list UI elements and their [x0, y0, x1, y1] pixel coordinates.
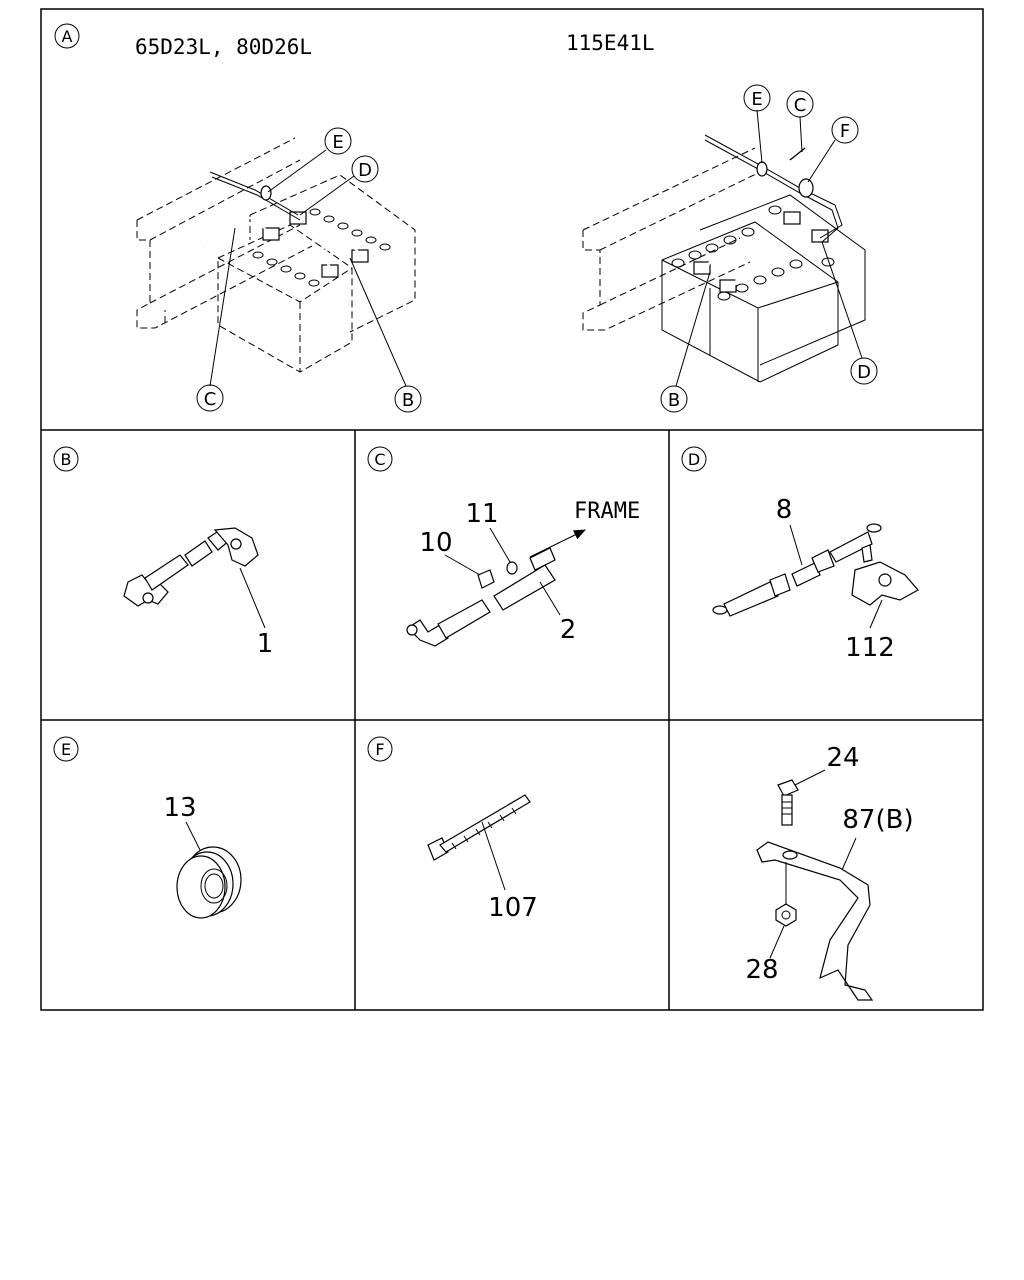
part-8-label: 8 — [776, 495, 793, 525]
svg-text:C: C — [794, 95, 807, 116]
panel-a: A 65D23L, 80D26L 115E41L — [54, 23, 878, 413]
part-28-label: 28 — [745, 955, 778, 985]
panel-c-letter: C — [367, 446, 393, 472]
svg-text:D: D — [857, 362, 871, 383]
battery-model-left: 65D23L, 80D26L — [135, 35, 312, 59]
svg-text:C: C — [204, 389, 217, 410]
panel-b-letter: B — [53, 446, 79, 472]
battery-right-rear — [699, 194, 866, 366]
frame-arrow-label: FRAME — [574, 499, 640, 524]
terminal-right-3 — [783, 211, 801, 225]
callout-left-d: D — [351, 155, 379, 183]
panel-f: F 107 — [367, 736, 538, 923]
callout-right-b: B — [660, 385, 688, 413]
svg-text:D: D — [358, 160, 372, 181]
part-112-label: 112 — [845, 633, 895, 663]
part-10-label: 10 — [419, 528, 452, 558]
callout-right-c: C — [786, 90, 814, 118]
svg-text:C: C — [374, 450, 385, 469]
battery-assembly-right — [582, 109, 866, 387]
svg-text:B: B — [668, 390, 680, 411]
panel-d: D 8 112 — [681, 446, 919, 663]
panel-d-letter: D — [681, 446, 707, 472]
terminal-left-3 — [321, 264, 339, 278]
frame-rail-right — [582, 147, 761, 331]
svg-text:E: E — [332, 132, 343, 153]
panel-c: C 10 11 FRAME 2 — [367, 446, 640, 647]
battery-jumper-cable — [123, 527, 259, 607]
part-24-label: 24 — [826, 743, 859, 773]
panel-e-letter: E — [53, 736, 79, 762]
panel-grid — [40, 8, 984, 1011]
callout-left-c: C — [196, 384, 224, 412]
terminal-right-4 — [811, 229, 829, 243]
part-107-label: 107 — [488, 893, 538, 923]
frame-direction-arrow — [529, 529, 586, 558]
panel-a-letter: A — [54, 23, 80, 49]
bolt — [777, 779, 799, 826]
panel-bracket: 24 87(B) 28 — [745, 743, 914, 1001]
part-13-label: 13 — [163, 793, 196, 823]
part-11-label: 11 — [465, 499, 498, 529]
callout-left-e: E — [324, 127, 352, 155]
terminal-right-2 — [719, 279, 737, 293]
part-1-label: 1 — [257, 629, 274, 659]
callout-right-f: F — [831, 116, 859, 144]
battery-model-right: 115E41L — [566, 31, 655, 55]
svg-text:A: A — [62, 27, 73, 46]
svg-text:D: D — [688, 450, 700, 469]
callout-left-b: B — [394, 385, 422, 413]
ground-cable-assembly — [406, 547, 556, 647]
battery-assembly-left — [136, 137, 416, 387]
terminal-left-4 — [351, 249, 369, 263]
callout-right-e: E — [743, 84, 771, 112]
grommet-right — [756, 161, 768, 177]
battery-caps-right — [671, 205, 835, 301]
grommet-left — [260, 185, 272, 201]
svg-text:E: E — [61, 740, 71, 759]
svg-text:B: B — [402, 390, 414, 411]
battery-caps-left — [252, 208, 391, 287]
nut — [775, 903, 797, 927]
panel-e: E 13 — [53, 736, 242, 919]
svg-text:E: E — [751, 89, 762, 110]
grommet — [176, 846, 242, 919]
cable-tie — [427, 794, 531, 861]
part-2-label: 2 — [560, 615, 577, 645]
svg-text:F: F — [840, 121, 850, 142]
cable-tie-right — [798, 178, 814, 198]
panel-b: B 1 — [53, 446, 274, 659]
frame-rail-left — [136, 137, 313, 329]
terminal-left-2 — [289, 211, 307, 225]
positive-cable-assembly — [712, 523, 919, 617]
part-87-label: 87(B) — [842, 805, 913, 835]
svg-text:F: F — [375, 740, 384, 759]
battery-left-rear — [249, 174, 416, 333]
svg-text:B: B — [61, 450, 72, 469]
terminal-right-1 — [693, 261, 711, 275]
battery-bracket — [756, 841, 874, 1001]
callout-right-d: D — [850, 357, 878, 385]
battery-left-front — [217, 224, 353, 373]
panel-f-letter: F — [367, 736, 393, 762]
battery-right-front — [661, 221, 839, 383]
